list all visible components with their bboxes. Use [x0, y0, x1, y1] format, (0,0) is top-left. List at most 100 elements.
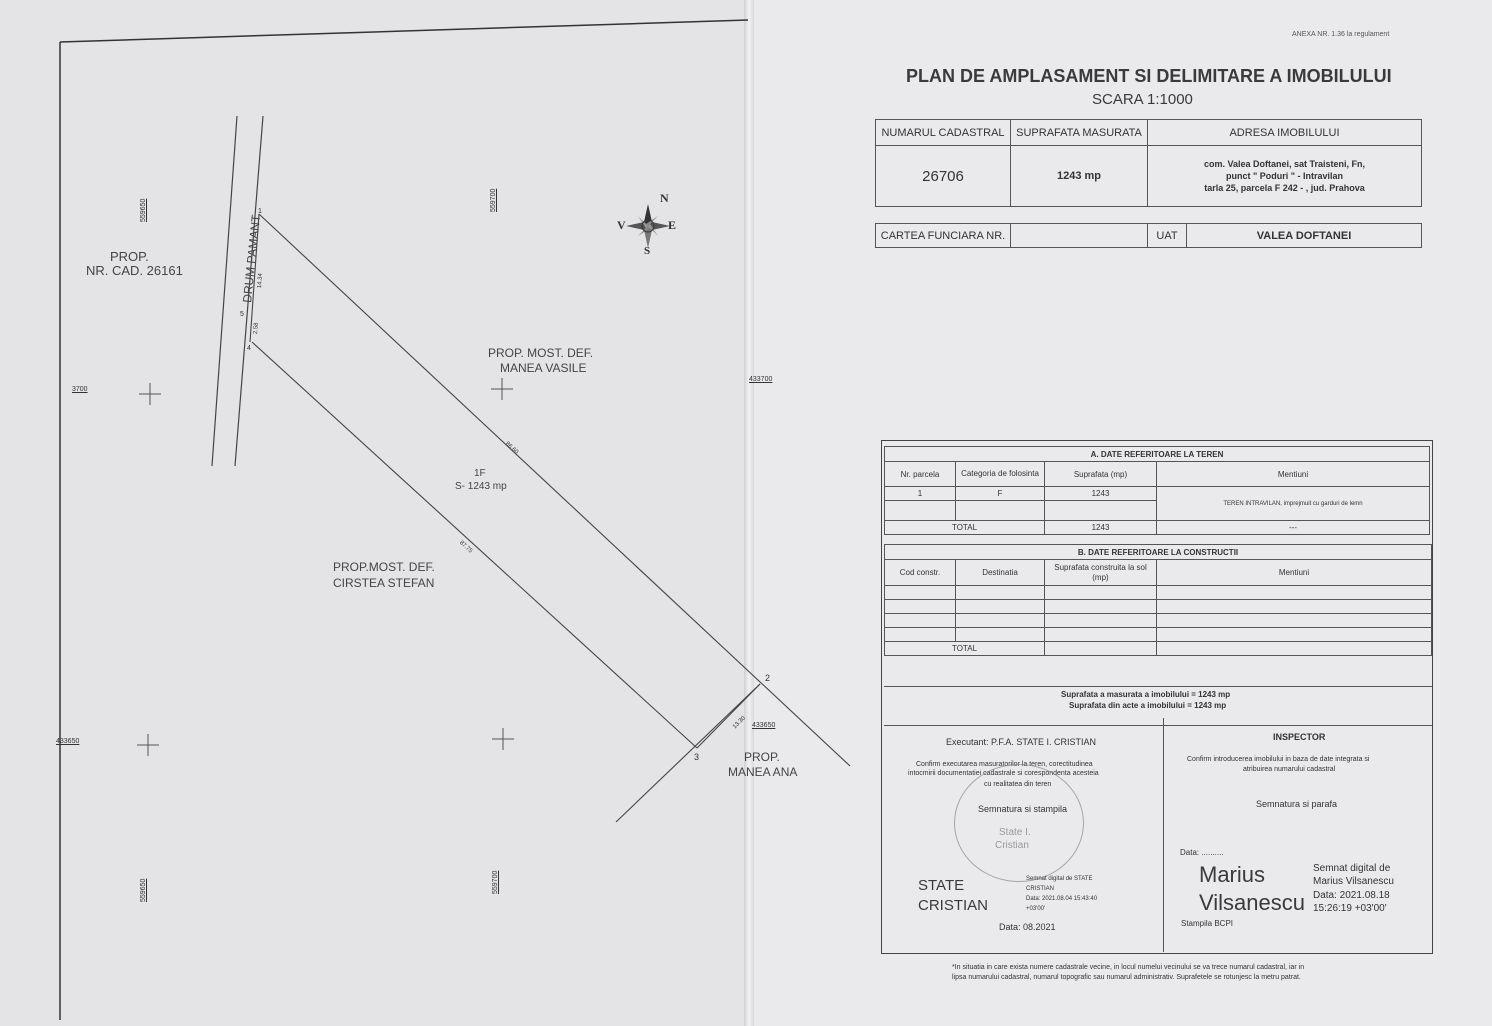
total-mentions-a: --- [1156, 520, 1430, 535]
grid-crosses [137, 378, 514, 756]
page-fold [744, 0, 754, 1026]
parcel-area: S- 1243 mp [455, 481, 507, 492]
inspector-date: Data: .......... [1180, 848, 1224, 857]
grid-label-x-partial: 3700 [72, 386, 88, 393]
col-parcel: Nr. parcela [884, 461, 956, 487]
section-b-title: B. DATE REFERITOARE LA CONSTRUCTII [884, 544, 1432, 560]
section-a-title: A. DATE REFERITOARE LA TEREN [884, 446, 1430, 462]
boundary-1-4 [249, 213, 260, 343]
row-category: F [955, 486, 1045, 501]
grid-label-y-559650-top: 559650 [140, 198, 147, 222]
neighbor-ne-line1: PROP. MOST. DEF. [488, 346, 594, 360]
grid-label-y-559650-bottom: 559650 [140, 878, 147, 902]
row-area: 1243 [1044, 486, 1157, 501]
col-category: Categoria de folosinta [955, 461, 1045, 487]
inspector-confirm-2: atribuirea numarului cadastral [1243, 766, 1336, 773]
inspector-label: INSPECTOR [1273, 732, 1326, 742]
grid-label-x-433650-right: 433650 [752, 722, 776, 729]
uat-value: VALEA DOFTANEI [1186, 223, 1422, 248]
neighbor-se-line1: PROP. [744, 750, 780, 764]
col-mentions-b: Mentiuni [1156, 559, 1432, 586]
document-scale: SCARA 1:1000 [1092, 91, 1193, 108]
compass-s-label: S [644, 245, 651, 257]
address-line-1: com. Valea Doftanei, sat Traisteni, Fn, [1203, 159, 1366, 169]
compass-n-label: N [660, 191, 669, 205]
total-area-a: 1243 [1044, 520, 1157, 535]
inspector-name-1: Marius [1199, 862, 1266, 887]
area-measured: Suprafata a masurata a imobilului = 1243… [1061, 690, 1231, 699]
boundary-4-3 [251, 341, 698, 749]
stamp-name-2: Cristian [995, 840, 1029, 851]
executant-digital-3: Data: 2021.08.04 15:43:40 [1026, 896, 1098, 902]
cf-label: CARTEA FUNCIARA NR. [875, 223, 1011, 248]
col-destination: Destinatia [955, 559, 1045, 586]
neighbor-ne-line2: MANEA VASILE [500, 361, 587, 375]
col-built-area: Suprafata construita la sol (mp) [1044, 559, 1157, 586]
neighbor-nw-line1: PROP. [110, 249, 149, 264]
header-table: NUMARUL CADASTRAL SUPRAFATA MASURATA ADR… [875, 119, 1422, 207]
area-acts: Suprafata din acte a imobilului = 1243 m… [1069, 701, 1227, 710]
grid-label-x-433700: 433700 [749, 376, 773, 383]
parcel-id: 1F [474, 468, 486, 479]
boundary-neighbor-se [615, 683, 761, 823]
executant-digital-4: +03'00' [1026, 906, 1046, 912]
measured-area: 1243 mp [1010, 145, 1148, 207]
address-line-3: tarla 25, parcela F 242 - , jud. Prahova [1204, 183, 1365, 193]
inspector-stamp-label: Stampila BCPI [1181, 919, 1234, 928]
neighbor-sw-line1: PROP.MOST. DEF. [333, 560, 435, 574]
row-mentions: TEREN INTRAVILAN, imprejmuit cu garduri … [1156, 486, 1430, 521]
grid-label-x-433650-left: 433650 [56, 738, 80, 745]
inspector-name-2: Vilsanescu [1199, 890, 1305, 915]
inspector-digital-3: Data: 2021.08.18 [1313, 890, 1390, 901]
road-line-west [211, 115, 238, 467]
executant-digital-2: CRISTIAN [1026, 886, 1055, 892]
point-3: 3 [694, 752, 700, 762]
distance-5-4: 2.58 [253, 322, 260, 335]
cf-value [1010, 223, 1148, 248]
inspector-digital-2: Marius Vilsanescu [1313, 876, 1394, 887]
footnote-line-1: *In situatia in care exista numere cadas… [952, 964, 1305, 971]
stamp-name-1: State I. [999, 827, 1031, 838]
col-code: Cod constr. [884, 559, 956, 586]
header-col-cadastral: NUMARUL CADASTRAL [875, 119, 1011, 146]
grid-label-y-559700-top: 559700 [490, 188, 497, 212]
compass-icon [626, 204, 670, 248]
col-mentions: Mentiuni [1156, 461, 1430, 487]
cf-table: CARTEA FUNCIARA NR. UAT VALEA DOFTANEI [875, 223, 1422, 248]
uat-label: UAT [1147, 223, 1187, 248]
point-2: 2 [765, 673, 771, 683]
executant-digital-1: Semnat digital de STATE [1026, 876, 1093, 882]
executant-date: Data: 08.2021 [999, 922, 1056, 932]
executant-label: Executant: P.F.A. STATE I. CRISTIAN [946, 737, 1097, 747]
cadastral-number: 26706 [875, 145, 1011, 207]
section-b-table: B. DATE REFERITOARE LA CONSTRUCTII Cod c… [884, 544, 1432, 656]
row-parcel: 1 [884, 486, 956, 501]
property-address: com. Valea Doftanei, sat Traisteni, Fn, … [1147, 145, 1422, 207]
compass-e-label: E [668, 218, 677, 232]
neighbor-nw-line2: NR. CAD. 26161 [86, 263, 183, 278]
section-a-table: A. DATE REFERITOARE LA TEREN Nr. parcela… [884, 446, 1430, 535]
header-col-area: SUPRAFATA MASURATA [1010, 119, 1148, 146]
total-label-a: TOTAL [884, 520, 1045, 535]
boundary-1-2 [258, 213, 851, 767]
left-page [0, 0, 752, 1026]
document-title: PLAN DE AMPLASAMENT SI DELIMITARE A IMOB… [906, 66, 1392, 86]
inspector-confirm-1: Confirm introducerea imobilului in baza … [1187, 756, 1370, 763]
distance-1-5: 14.34 [257, 273, 265, 289]
road-line-east [234, 115, 264, 467]
footnote-line-2: lipsa numarului cadastral, numarul topog… [952, 974, 1301, 981]
inspector-digital-4: 15:26:19 +03'00' [1313, 903, 1387, 914]
point-4: 4 [247, 345, 251, 352]
area-summary: Suprafata a masurata a imobilului = 1243… [884, 686, 1432, 726]
header-col-address: ADRESA IMOBILULUI [1147, 119, 1422, 146]
grid-label-y-559700-bottom: 559700 [492, 870, 499, 894]
executant-name-1: STATE [918, 877, 965, 894]
address-line-2: punct " Poduri " - Intravilan [1225, 171, 1344, 181]
annex-label: ANEXA NR. 1.36 la regulament [1292, 31, 1390, 38]
point-5: 5 [240, 311, 244, 318]
total-label-b: TOTAL [884, 641, 1045, 656]
land-data-box [881, 440, 1433, 954]
col-area: Suprafata (mp) [1044, 461, 1157, 487]
neighbor-sw-line2: CIRSTEA STEFAN [333, 576, 435, 590]
